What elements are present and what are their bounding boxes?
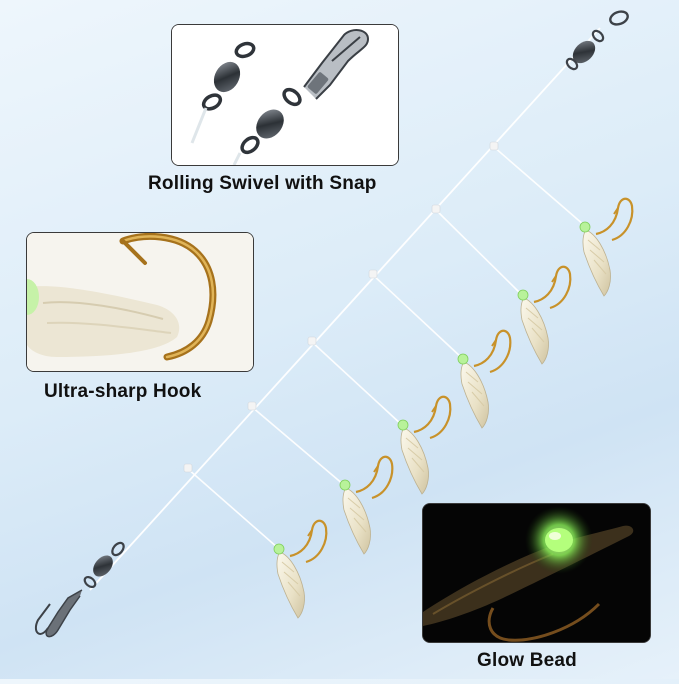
swivel-icon	[190, 41, 256, 144]
hook-caption: Ultra-sharp Hook	[44, 381, 202, 402]
shrimp-lure-icon	[396, 395, 452, 496]
dropper-knots	[183, 141, 499, 473]
swivel-icon	[565, 10, 629, 71]
shrimp-lure-icon	[456, 329, 512, 430]
main-line	[89, 27, 601, 591]
swivel-caption: Rolling Swivel with Snap	[148, 173, 377, 194]
shrimp-lure-icon	[516, 265, 572, 366]
shrimp-lure-icon	[272, 519, 328, 620]
glow-bead-caption: Glow Bead	[477, 650, 577, 671]
swivel-snap-inset	[171, 24, 399, 166]
hook-inset	[26, 232, 254, 372]
hook-icon	[119, 233, 217, 361]
dropper-lines	[187, 146, 585, 549]
snap-swivel-icon	[34, 541, 125, 638]
snap-swivel-icon	[232, 29, 370, 165]
shrimp-lure-icon	[578, 197, 634, 298]
shrimp-lure-icon	[338, 455, 394, 556]
glow-bead-inset	[422, 503, 651, 643]
